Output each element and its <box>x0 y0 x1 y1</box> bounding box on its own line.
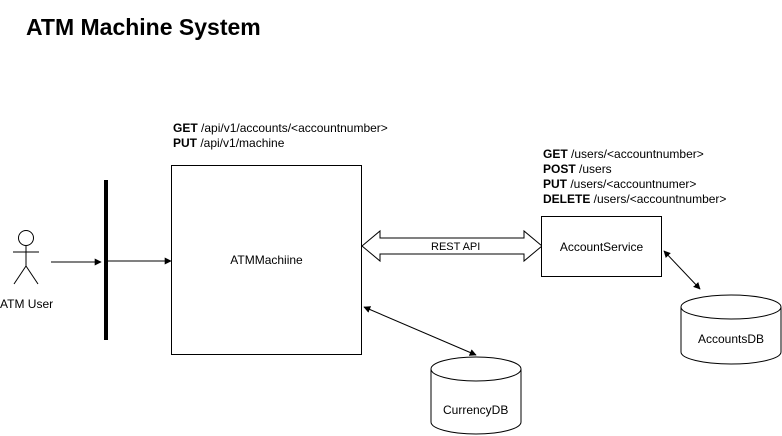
endpoint-path: /users/<accountnumer> <box>567 177 697 191</box>
service-endpoint: POST /users <box>543 162 726 177</box>
http-method: PUT <box>173 136 197 150</box>
account-service-endpoints: GET /users/<accountnumber> POST /users P… <box>543 147 726 207</box>
account-service-label: AccountService <box>559 239 644 254</box>
diagram-title: ATM Machine System <box>26 14 261 40</box>
accounts-db-label: AccountsDB <box>698 332 765 346</box>
atm-user-actor-icon <box>13 230 39 285</box>
currency-db-cylinder <box>430 356 522 435</box>
currency-db-label: CurrencyDB <box>443 403 509 417</box>
accounts-db-cylinder <box>680 294 782 365</box>
service-endpoint: GET /users/<accountnumber> <box>543 147 726 162</box>
atm-machine-label: ATMMachiine <box>230 253 303 267</box>
http-method: PUT <box>543 177 567 191</box>
http-method: GET <box>173 121 198 135</box>
atm-user-label: ATM User <box>0 297 54 311</box>
service-to-accountsdb-arrow <box>663 250 701 290</box>
service-endpoint: PUT /users/<accountnumer> <box>543 177 726 192</box>
endpoint-path: /api/v1/accounts/<accountnumber> <box>197 121 388 135</box>
endpoint-path: /users/<accountnumber> <box>567 147 704 161</box>
service-endpoint: DELETE /users/<accountnumber> <box>543 192 726 207</box>
endpoint-path: /api/v1/machine <box>197 136 285 150</box>
atm-endpoint: PUT /api/v1/machine <box>173 136 388 151</box>
http-method: GET <box>543 147 568 161</box>
rest-api-label: REST API <box>430 241 482 253</box>
http-method: DELETE <box>543 192 591 206</box>
atm-machine-box: ATMMachiine <box>171 165 362 355</box>
http-method: POST <box>543 162 576 176</box>
atm-to-currencydb-arrow <box>363 306 477 356</box>
atm-endpoints: GET /api/v1/accounts/<accountnumber> PUT… <box>173 121 388 151</box>
endpoint-path: /users <box>575 162 612 176</box>
account-service-box: AccountService <box>541 216 662 277</box>
endpoint-path: /users/<accountnumber> <box>590 192 727 206</box>
atm-endpoint: GET /api/v1/accounts/<accountnumber> <box>173 121 388 136</box>
